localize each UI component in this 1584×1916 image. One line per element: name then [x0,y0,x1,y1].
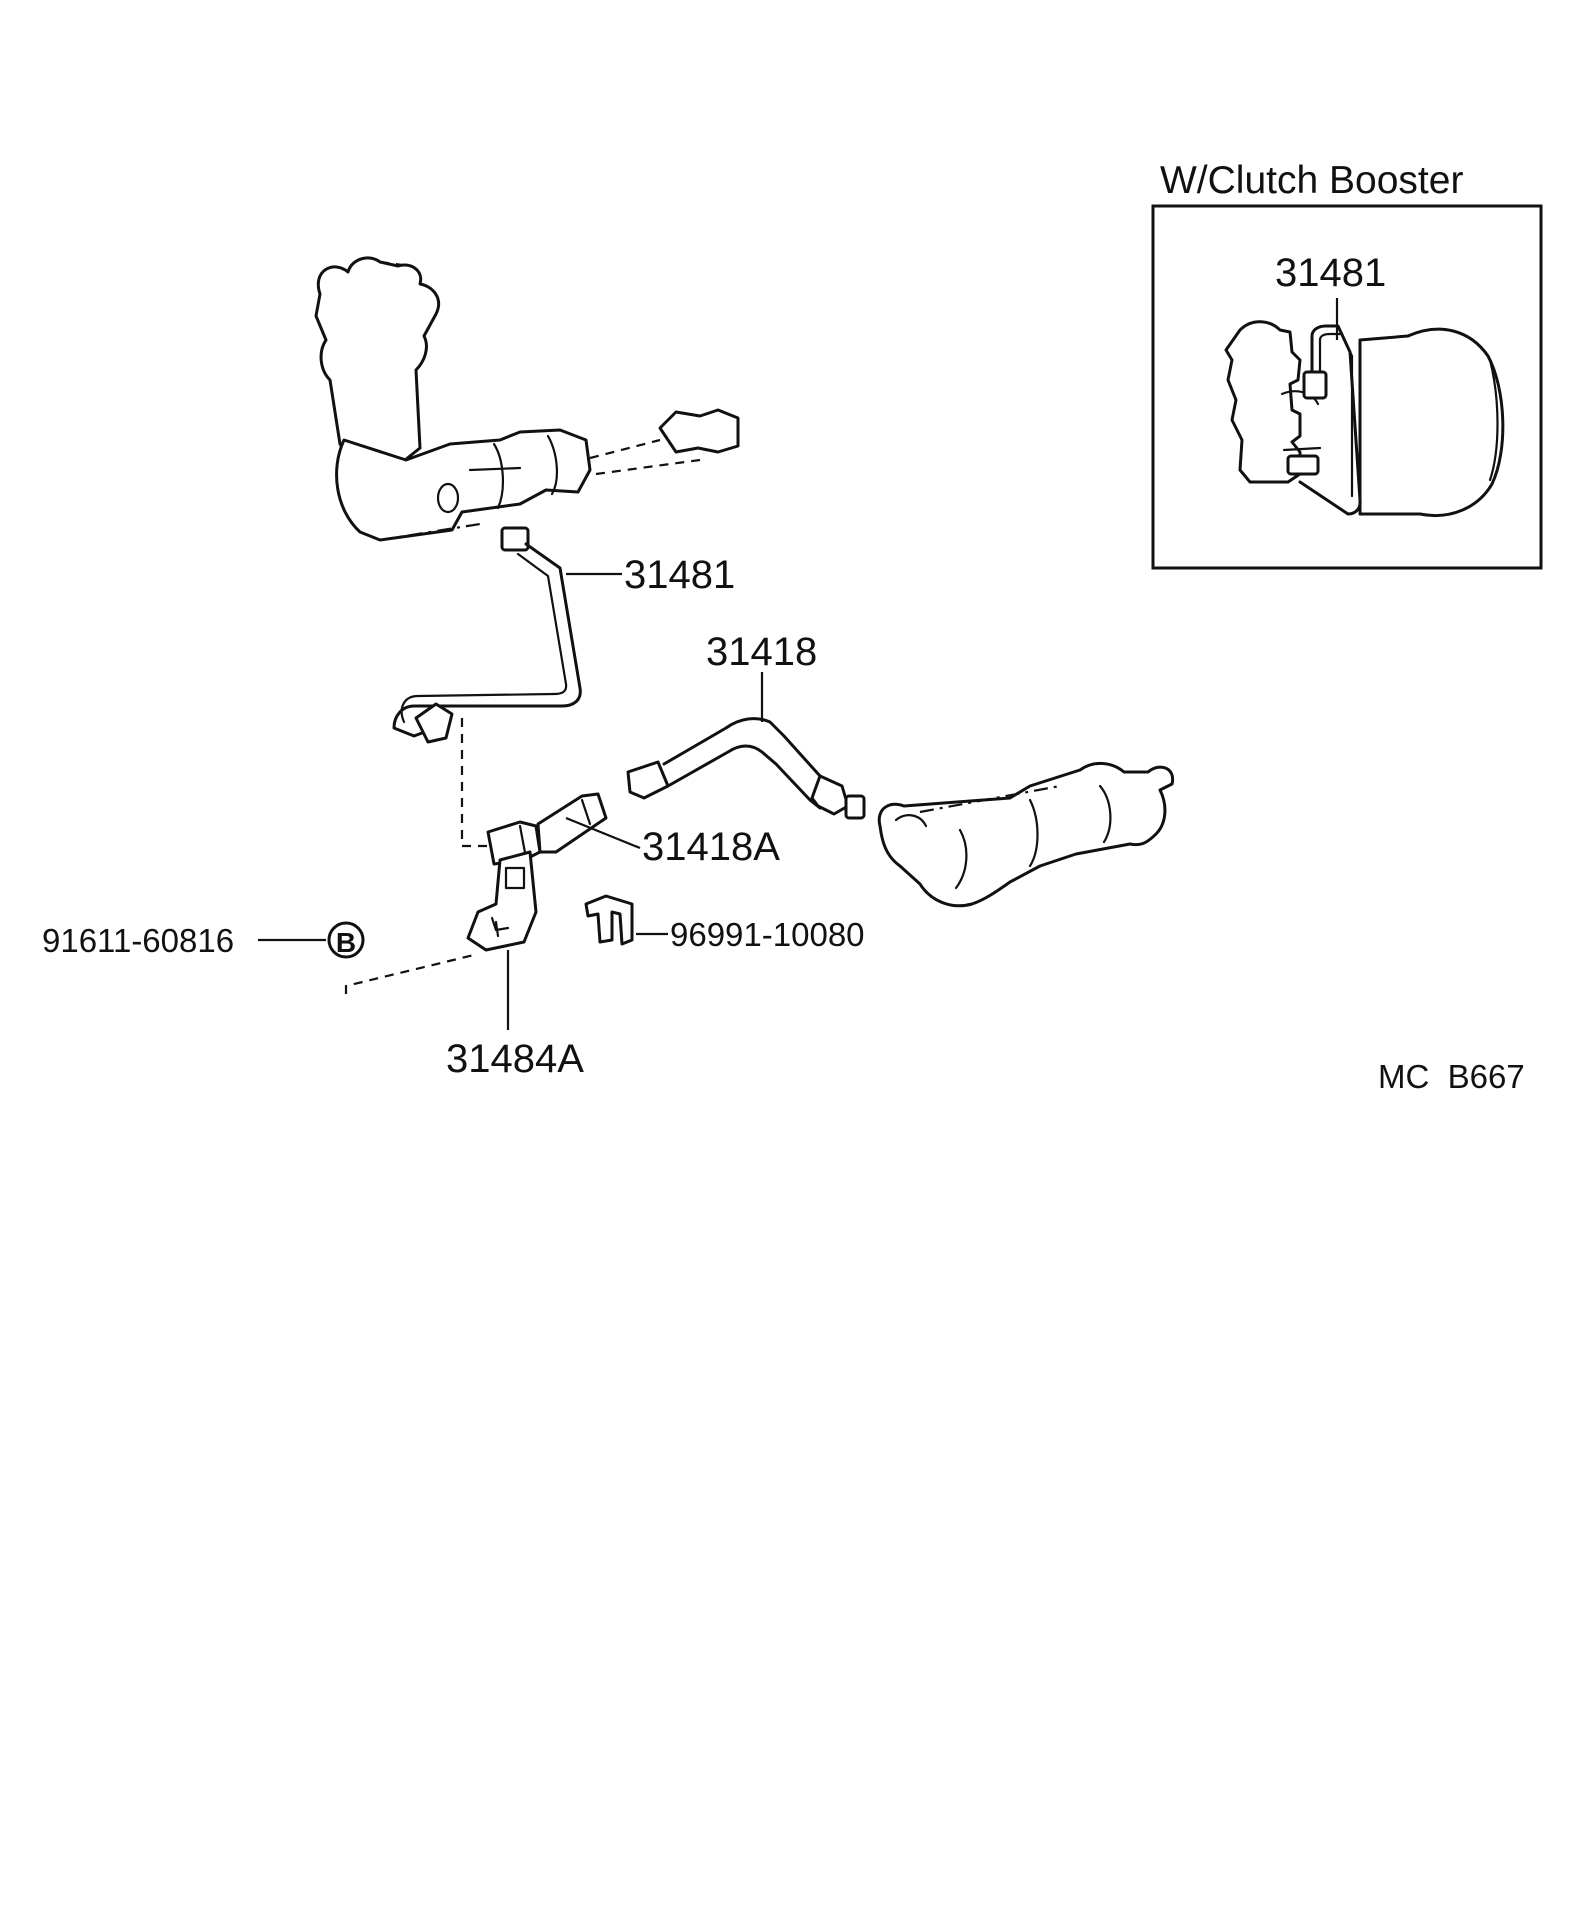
label-31418A: 31418A [642,825,780,869]
master-cylinder-reservoir [314,256,441,466]
master-cylinder-pushrod [589,438,661,460]
hose-fitting-right [810,774,850,816]
label-96991-10080: 96991-10080 [670,916,865,953]
clutch-tube-fitting-lower [414,702,454,744]
reservoir-cap-dash [379,260,411,268]
bracket-slot [504,866,526,890]
inset-clutch-booster: W/Clutch Booster 31481 [1151,159,1543,570]
clutch-tube-outline-inner [400,552,568,724]
master-cylinder-clevis [658,408,740,454]
diagram-code: MC B667 [1378,1058,1525,1095]
clutch-tube-outline-outer [392,542,582,738]
inset-clutch-tube-inner [1318,332,1354,498]
master-cylinder-base-dashdot [379,522,481,542]
clutch-booster-edge [1488,358,1499,482]
label-91611-60816: 91611-60816 [42,922,234,959]
master-cylinder-boot-dash [595,458,701,476]
hose-nut-right [844,794,866,820]
release-cylinder-body [877,762,1175,908]
inset-part-label-31481: 31481 [1275,251,1386,295]
label-31484A: 31484A [446,1037,584,1081]
assembly-line-tube-union [460,718,488,848]
bolt-marker-letter: B [336,927,356,958]
union-stem [536,792,608,854]
bracket-31484A: 31484A [344,850,584,1081]
bracket-body [466,850,538,952]
inset-tube-fitting-top [1302,370,1328,400]
hose-fitting-left [626,760,670,800]
clutch-tube-31481: 31481 [392,542,735,848]
clutch-master-cylinder [314,256,740,552]
release-cylinder-detail [894,784,1112,890]
master-cylinder-body-lines [468,434,558,510]
master-cylinder-body [335,428,592,542]
flexible-hose-31418: 31418 [626,630,866,820]
clutch-release-cylinder [877,762,1175,908]
bolt-91611-60816: 91611-60816 B [42,921,365,959]
label-31481: 31481 [624,553,735,597]
inset-frame [1151,204,1543,570]
release-cylinder-dashdot [919,784,1061,814]
assembly-line-bolt-bracket [344,952,479,994]
union-31418A: 31418A [486,792,780,869]
bolt-marker-circle [327,921,365,959]
hose-outer-top [662,717,832,788]
inset-title: W/Clutch Booster [1160,159,1463,202]
inset-master-cylinder [1224,320,1302,484]
leader-31418A [565,816,641,850]
clip-body [584,894,634,946]
clip-96991-10080: 96991-10080 [584,894,865,953]
inset-tube-fitting-bottom [1286,454,1320,476]
hose-outer-bottom [666,744,822,810]
clutch-booster-body [1358,327,1505,517]
master-cylinder-outlet [500,526,530,552]
label-31418: 31418 [706,630,817,674]
master-cylinder-mount-hole [436,482,460,514]
bracket-hole [490,916,510,938]
